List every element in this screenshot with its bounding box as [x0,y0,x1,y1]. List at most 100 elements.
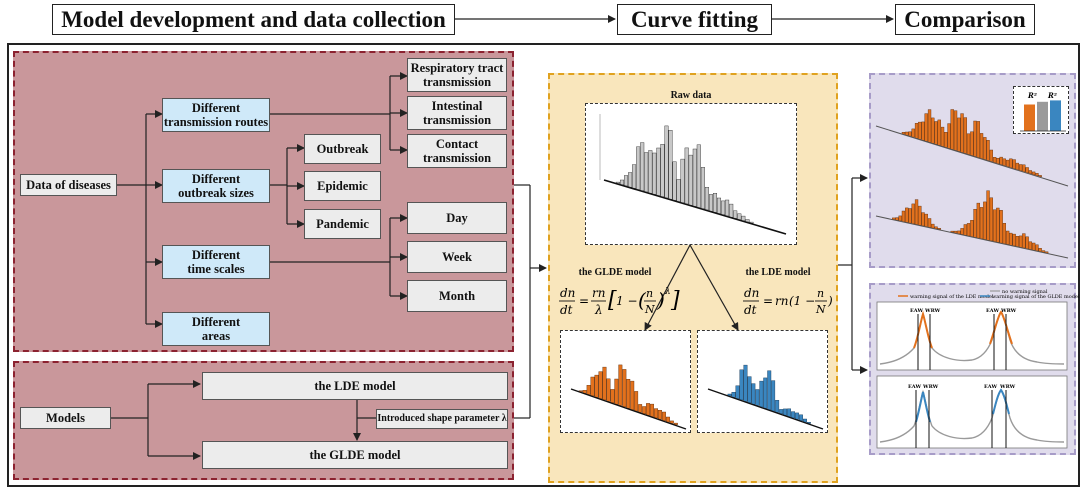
histogram-bar [763,377,768,409]
wrw-label: WRW [999,384,1016,390]
histogram-bar [712,192,717,213]
warning-signal-plots: no warning signal warning signal of the … [872,286,1080,452]
histogram-bar [905,131,909,136]
stage-curve-fitting: Curve fitting [617,4,772,35]
histogram-bar [937,119,941,146]
stage-label: Comparison [904,6,1026,32]
histogram-bar [648,150,653,194]
histogram-bar [672,161,677,201]
svg-text:N: N [815,303,826,316]
lde-fit-chart [707,364,824,430]
histogram-bar [914,123,919,139]
node-label: Different areas [191,315,241,343]
svg-text:(1 −: (1 − [789,294,815,308]
histogram-bar [976,202,981,239]
histogram-bar [704,186,709,211]
histogram-bar [735,385,740,399]
svg-text:N: N [644,303,655,316]
histogram-bar [931,117,935,144]
histogram-bar [696,144,701,208]
histogram-bar [586,385,591,395]
histogram-bar [1012,233,1016,247]
histogram-bar [739,369,744,401]
eaw-label: EAW [908,384,921,390]
node-label: Different transmission routes [163,101,269,129]
node-respiratory: Respiratory tract transmission [407,58,507,92]
histogram-bar [1005,159,1010,167]
histogram-bar [759,380,764,408]
histogram-bar [1022,233,1026,249]
histogram-bar [665,416,670,423]
histogram-bar [741,215,746,221]
svg-text:=: = [763,294,773,308]
histogram-bar [725,199,730,217]
histogram-bar [630,380,635,410]
legend-lde-warning: warning signal of the LDE model [910,294,994,300]
histogram-bar [911,128,915,138]
histogram-bar [1018,235,1023,248]
histogram-bar [1022,164,1026,172]
legend-no-warning: no warning signal [1002,289,1048,295]
histogram-bar [618,364,623,406]
node-label: Outbreak [316,142,369,156]
node-label: Different outbreak sizes [178,172,254,200]
wrw-label: WRW [922,384,939,390]
histogram-bar [684,147,689,205]
r2-bar-orange [1024,104,1035,131]
histogram-bar [989,197,994,242]
histogram-bar [606,378,611,402]
plot-title: the LDE model [745,267,811,278]
node-glde-model: the GLDE model [202,441,508,469]
histogram-bar [657,409,662,420]
histogram-bar [966,223,971,237]
svg-text:dn: dn [744,286,759,300]
histogram-bar [927,218,932,228]
node-label: Respiratory tract transmission [410,61,504,89]
warning-signal-chart: no warning signal warning signal of the … [876,289,1080,449]
histogram-bar [656,147,661,196]
histogram-bar [646,403,651,416]
histogram-bar [983,201,987,240]
node-label: Data of diseases [26,178,111,192]
svg-text:dt: dt [744,303,757,317]
lde-model-title: the LDE model [728,267,828,278]
histogram-bar [918,121,922,140]
svg-text:[: [ [608,288,617,313]
raw-data-title: Raw data [585,90,797,101]
histogram-bar [594,374,599,398]
histogram-bar [1028,170,1032,174]
r2-bar-blue [1050,100,1061,131]
histogram-bar [751,383,756,405]
svg-text:): ) [656,288,665,312]
histogram-bar [610,389,615,404]
node-contact: Contact transmission [407,134,507,168]
node-lde-model: the LDE model [202,372,508,400]
histogram-bar [989,149,994,162]
histogram-bar [1035,244,1039,252]
histogram-bar [1012,159,1016,169]
histogram-bar [1005,230,1010,245]
eaw-label: EAW [910,308,923,314]
histogram-bar [1009,232,1013,246]
histogram-bar [721,200,726,216]
histogram-bar [602,366,607,401]
histogram-bar [924,113,928,142]
histogram-bar [983,137,987,160]
histogram-bar [716,197,721,214]
histogram-bar [921,212,925,227]
svg-text:n: n [646,287,653,300]
svg-text:1 −: 1 − [616,294,638,308]
histogram-bar [1038,248,1042,252]
node-label: the GLDE model [309,448,401,462]
histogram-bar [737,213,742,220]
histogram-bar [1025,236,1029,249]
histogram-bar [798,414,803,421]
node-epidemic: Epidemic [304,171,381,201]
node-models: Models [20,407,111,429]
node-label: Day [446,211,468,225]
node-label: Epidemic [317,179,368,193]
histogram-bar [914,199,919,225]
histogram-bar [622,369,627,408]
plot-title: the GLDE model [578,267,652,278]
histogram-bar [614,378,619,405]
